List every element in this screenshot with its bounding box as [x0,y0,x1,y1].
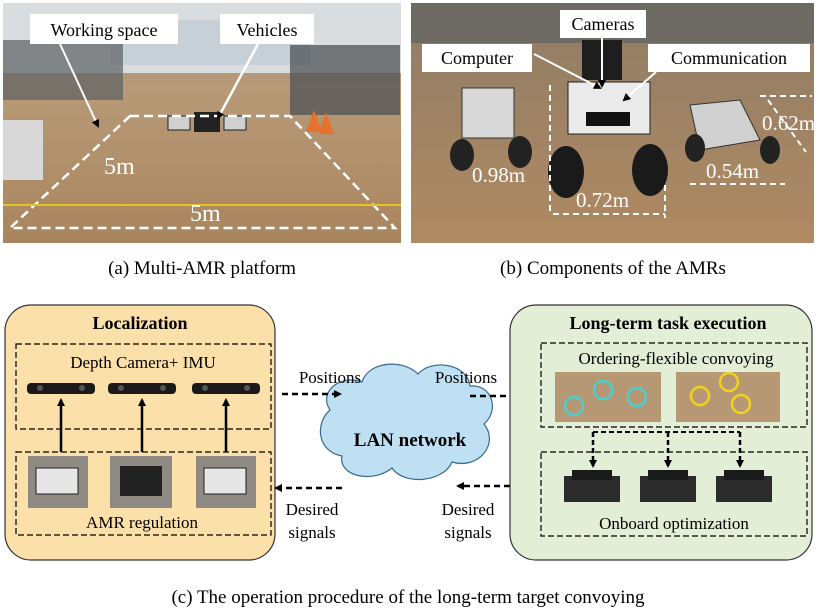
convoy-box [540,342,808,428]
cameras-callout: Cameras [560,10,646,88]
caption-b: (b) Components of the AMRs [500,258,726,279]
localization-title: Localization [93,313,188,333]
panel-a-photo [3,3,401,243]
lan-network-cloud [319,363,493,481]
depth-camera-icons [27,383,260,394]
optimization-box [540,451,808,537]
dim-bottom-label: 5m [190,201,221,227]
vehicles-label: Vehicles [237,20,298,40]
signals-label-left-2: signals [288,523,335,542]
positions-label-right: Positions [435,368,497,387]
lan-network-label: LAN network [354,430,467,451]
convoy-title: Ordering-flexible convoying [579,349,774,368]
dim-width2-label: 0.54m [706,159,759,183]
computer-callout: Computer [422,44,602,89]
onboard-computer-icons [564,470,772,502]
dim-width-label: 0.72m [576,188,629,212]
sensor-box [15,343,272,430]
dim-length-label: 0.62m [762,111,815,135]
task-title: Long-term task execution [570,313,767,333]
communication-callout: Communication [622,44,810,102]
sensor-box-title: Depth Camera+ IMU [70,353,216,372]
communication-label: Communication [671,48,787,68]
convoy-photos [555,371,780,422]
caption-a: (a) Multi-AMR platform [108,258,296,279]
signals-label-right-1: Desired [442,500,495,519]
computer-label: Computer [441,48,513,68]
signals-label-left-1: Desired [286,500,339,519]
dim-side-label: 5m [104,154,135,180]
regulation-label: AMR regulation [86,513,198,532]
positions-label-left: Positions [299,368,361,387]
working-space-label: Working space [50,20,157,40]
regulation-box [15,451,272,536]
signals-label-right-2: signals [444,523,491,542]
working-space-callout: Working space [30,14,178,128]
optimization-label: Onboard optimization [599,514,749,533]
dim-height-label: 0.98m [472,163,525,187]
caption-c: (c) The operation procedure of the long-… [171,587,645,608]
amr-thumbnails [28,456,256,508]
panel-b-photo [411,3,814,243]
cameras-label: Cameras [572,14,635,34]
vehicles-callout: Vehicles [216,14,314,120]
